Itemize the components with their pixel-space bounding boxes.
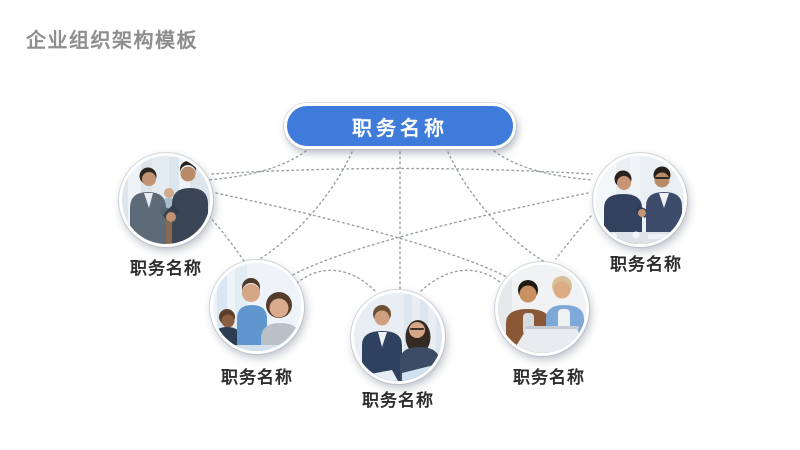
org-node-label-4: 职务名称 — [513, 368, 585, 387]
root-node-label: 职务名称 — [352, 117, 448, 140]
org-node-circle-2[interactable] — [210, 260, 304, 354]
org-node-circle-5[interactable] — [593, 153, 687, 247]
org-node-label-1: 职务名称 — [130, 259, 202, 278]
org-node-circle-4[interactable] — [495, 262, 589, 356]
root-position-node[interactable]: 职务名称 — [284, 103, 516, 149]
casual-coworkers-laptop-photo-icon — [498, 265, 586, 353]
org-node-label-2: 职务名称 — [221, 368, 293, 387]
slide-title: 企业组织架构模板 — [26, 30, 198, 52]
org-node-label-3: 职务名称 — [362, 391, 434, 410]
org-node-circle-1[interactable] — [119, 153, 213, 247]
colleagues-reviewing-documents-photo-icon — [354, 293, 442, 381]
office-team-photo-icon — [213, 263, 301, 351]
businessmen-handshake-photo-icon — [122, 156, 210, 244]
businessmen-meeting-photo-icon — [596, 156, 684, 244]
org-node-label-5: 职务名称 — [610, 255, 682, 274]
org-node-circle-3[interactable] — [351, 290, 445, 384]
